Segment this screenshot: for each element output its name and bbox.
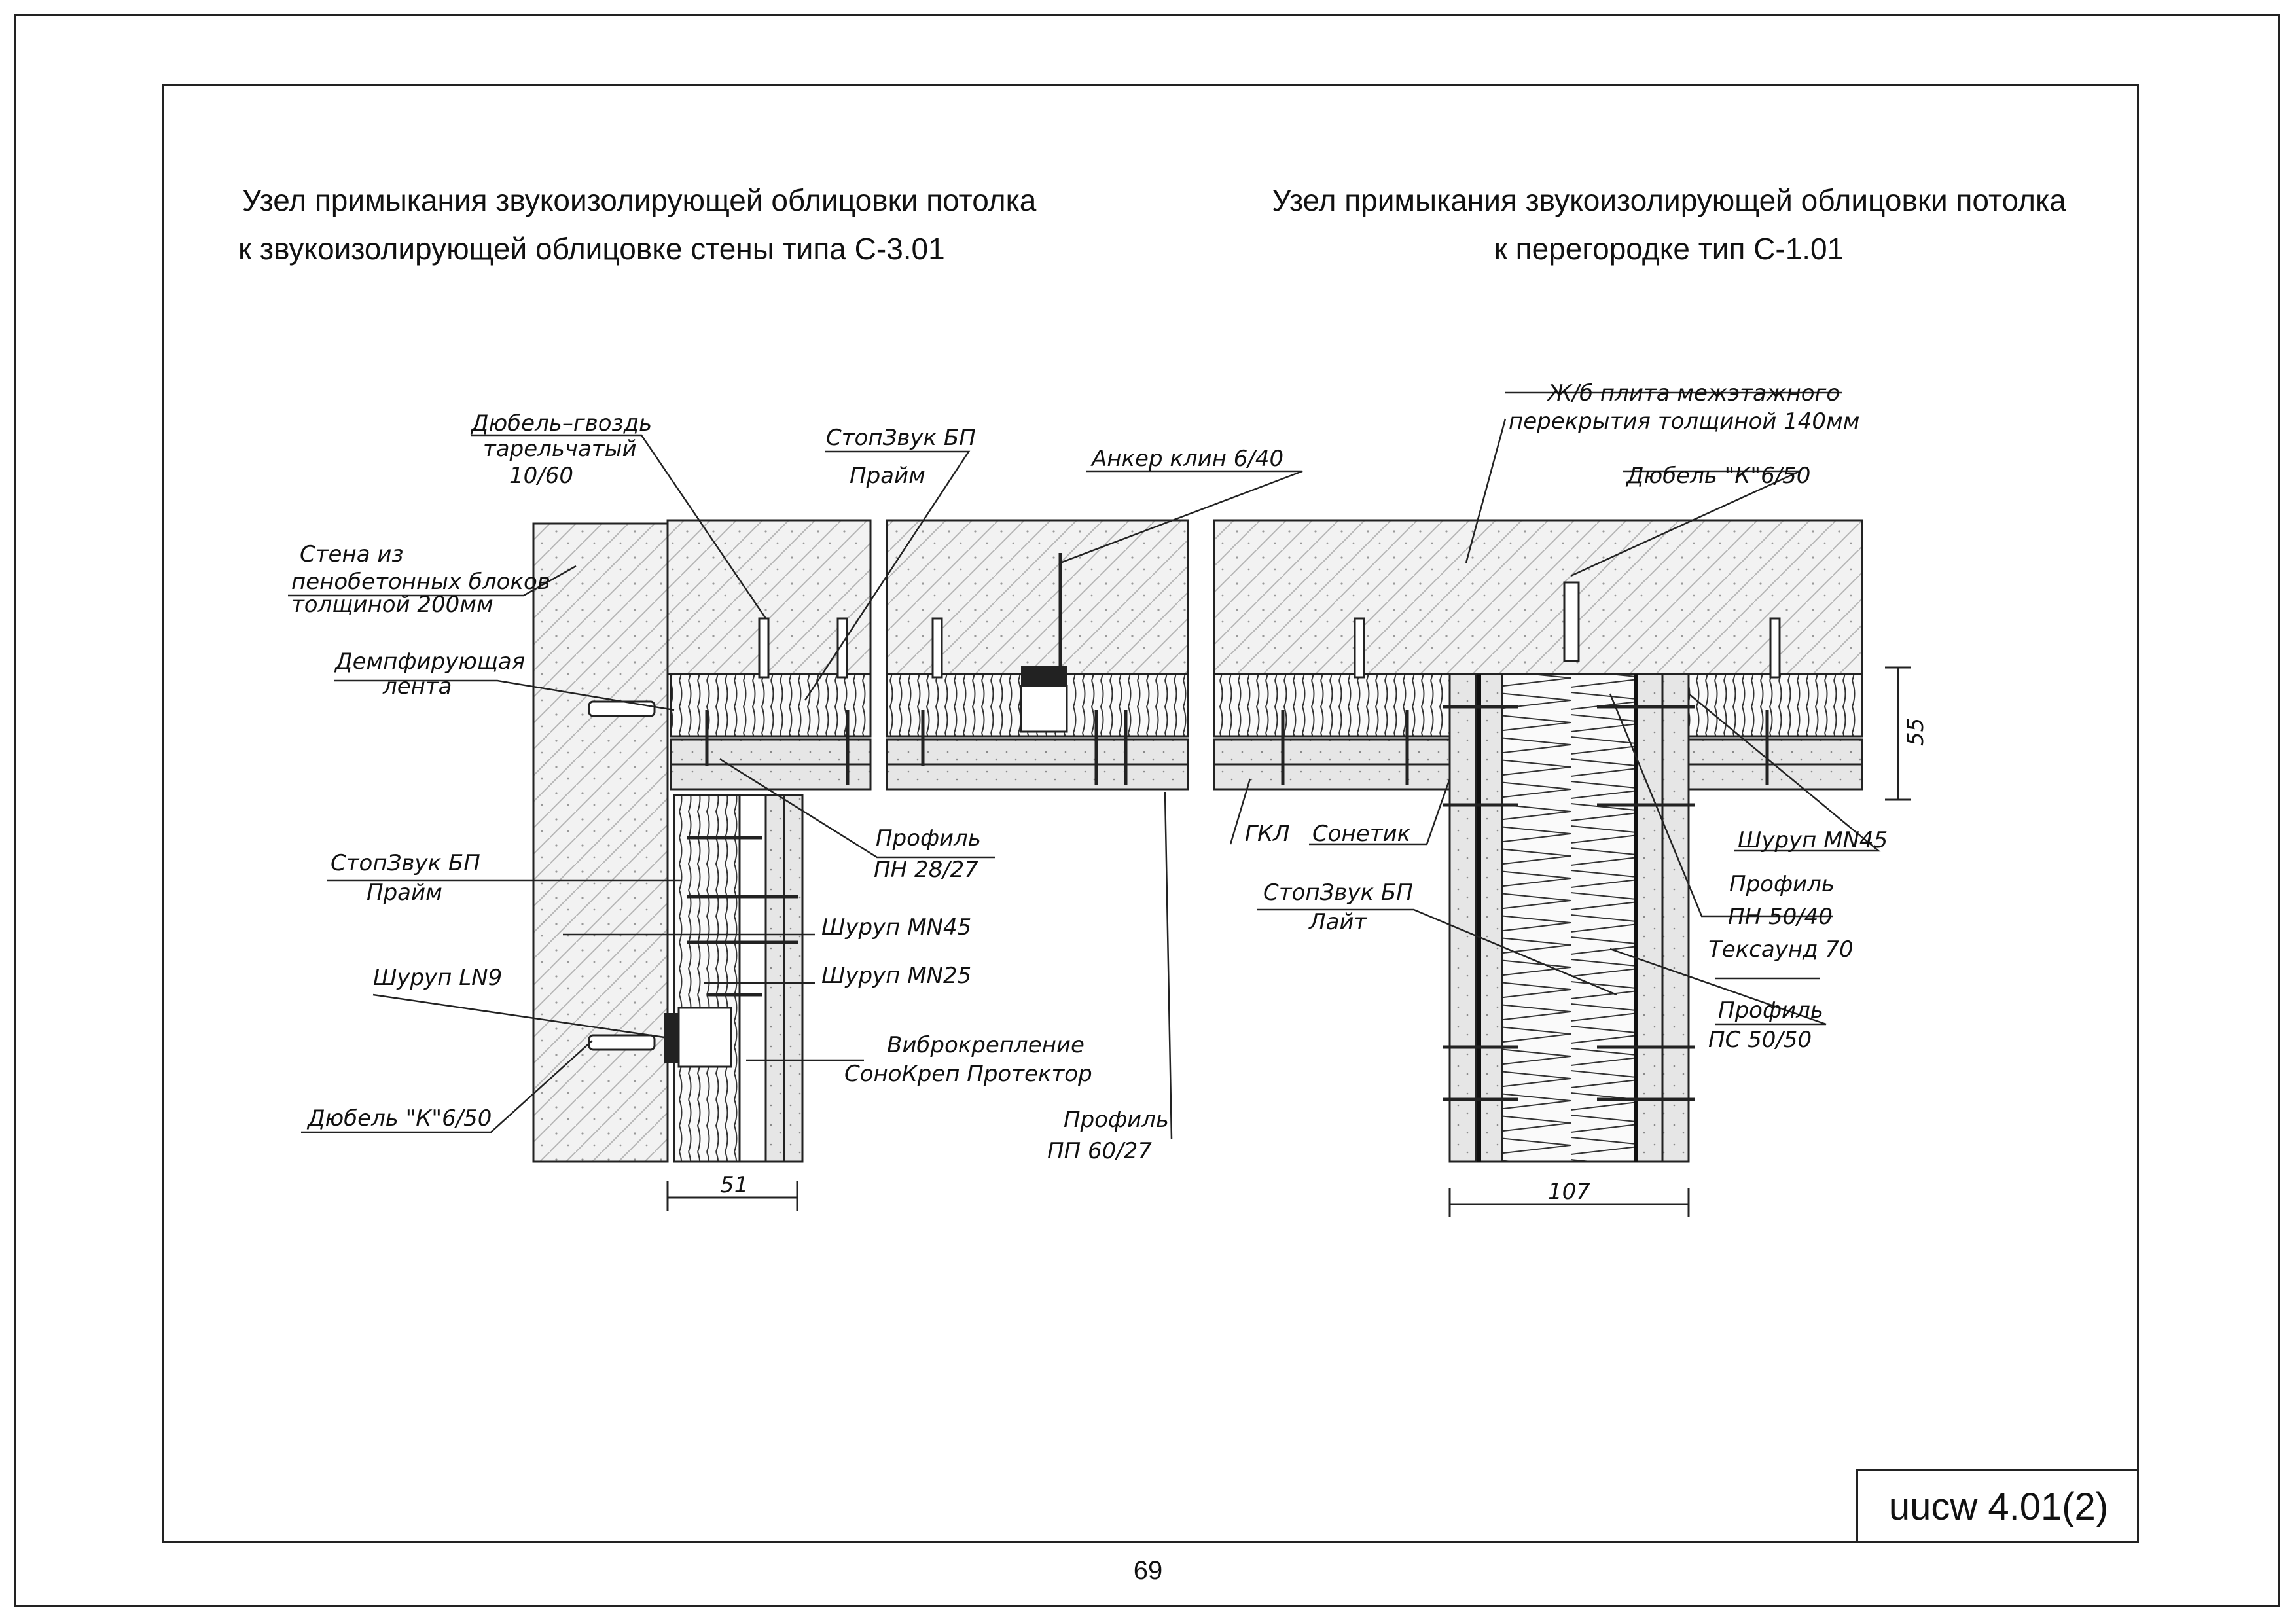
screws-left — [687, 710, 1128, 997]
page-number: 69 — [1133, 1556, 1163, 1585]
gkl-ceiling-3 — [886, 738, 1189, 766]
ceiling-vibro-mount — [1020, 685, 1068, 733]
gkl-right-1 — [1213, 738, 1451, 766]
stopzvuk-ceiling-panel — [670, 673, 872, 738]
label-profil-pp-2: ПП 60/27 — [1047, 1138, 1152, 1164]
foam-concrete-wall — [532, 522, 669, 1163]
label-dubel-gvozd-1: Дюбель–гвоздь — [470, 410, 652, 437]
title-right-line1: Узел примыкания звукоизолирующей облицов… — [1272, 183, 2066, 217]
label-stena-2: пенобетонных блоков — [291, 569, 550, 595]
label-stena-3: толщиной 200мм — [291, 592, 493, 618]
label-dubel-k-right: Дюбель "К"6/50 — [1625, 463, 1810, 489]
dowels-left — [588, 617, 943, 1051]
sheet-inner-frame — [162, 84, 2139, 1543]
label-dubel-k-left: Дюбель "К"6/50 — [306, 1105, 492, 1132]
label-stena-1: Стена из — [300, 541, 404, 567]
label-profil-ps-1: Профиль — [1718, 997, 1823, 1024]
partition-gkl-right-2 — [1661, 673, 1690, 1163]
dubel-k-right — [1563, 581, 1580, 662]
label-shurup-mn45-right: Шуруп MN45 — [1738, 827, 1888, 853]
label-vibro-2: СоноКреп Протектор — [844, 1061, 1092, 1087]
sonokrep-protektor — [677, 1007, 732, 1068]
partition-gkl-left-1 — [1448, 673, 1477, 1163]
label-sonetik: Сонетик — [1312, 821, 1411, 847]
title-right: Узел примыкания звукоизолирующей облицов… — [1230, 177, 2108, 273]
stopzvuk-wall-panel — [673, 794, 741, 1163]
label-stopzvuk-lait-2: Лайт — [1308, 909, 1367, 935]
label-profil-pn28-2: ПН 28/27 — [874, 857, 978, 883]
label-profil-ps-2: ПС 50/50 — [1708, 1027, 1812, 1053]
label-stopzvuk-top-1: СтопЗвук БП — [826, 425, 976, 451]
label-gkl: ГКЛ — [1245, 821, 1290, 847]
gkl-right-3 — [1687, 738, 1863, 766]
title-right-line2: к перегородке тип С-1.01 — [1494, 231, 1844, 266]
label-dubel-gvozd-2: тарельчатый — [483, 436, 637, 462]
sheet-outer-frame — [14, 14, 2280, 1607]
ceiling-panel-right-1 — [1213, 673, 1451, 738]
gkl-right-2 — [1213, 763, 1451, 791]
label-shurup-mn25: Шуруп MN25 — [821, 963, 971, 989]
label-zhb-1: Ж/б плита межэтажного — [1547, 380, 1840, 406]
label-stopzvuk-wall-1: СтопЗвук БП — [331, 850, 480, 876]
ceiling-panel-right-2 — [1687, 673, 1863, 738]
title-left: Узел примыкания звукоизолирующей облицов… — [238, 177, 1158, 273]
drawing-code-stamp: uucw 4.01(2) — [1856, 1469, 2139, 1543]
label-profil-pn28-1: Профиль — [876, 825, 981, 851]
title-left-line2: к звукоизолирующей облицовке стены типа … — [238, 231, 945, 266]
anker-mount-black — [1021, 666, 1067, 686]
partition-gkl-right-1 — [1635, 673, 1664, 1163]
label-dubel-gvozd-3: 10/60 — [509, 463, 573, 489]
gkl-wall-1 — [764, 794, 785, 1163]
gkl-right-4 — [1687, 763, 1863, 791]
label-dim-107: 107 — [1548, 1179, 1590, 1205]
label-stopzvuk-wall-2: Прайм — [367, 880, 442, 906]
label-dempf-1: Демпфирующая — [334, 649, 525, 675]
label-profil-pn50-2: ПН 50/40 — [1728, 904, 1833, 930]
gkl-ceiling-1 — [670, 738, 872, 766]
label-anker: Анкер клин 6/40 — [1090, 446, 1283, 472]
leader-lines — [288, 391, 1881, 1139]
title-left-line1: Узел примыкания звукоизолирующей облицов… — [242, 183, 1037, 217]
label-teksaund: Тексаунд 70 — [1708, 936, 1854, 963]
label-zhb-2: перекрытия толщиной 140мм — [1509, 408, 1859, 435]
label-stopzvuk-lait-1: СтопЗвук БП — [1263, 880, 1413, 906]
label-shurup-mn45-left: Шуруп MN45 — [821, 914, 971, 940]
label-profil-pn50-1: Профиль — [1729, 871, 1835, 897]
dowels-right — [1354, 617, 1781, 679]
label-shurup-ln9: Шуруп LN9 — [373, 965, 502, 991]
label-stopzvuk-top-2: Прайм — [850, 463, 925, 489]
screws-right — [1281, 705, 1769, 1101]
reinforced-slab — [1213, 519, 1863, 675]
profile-pp-60-27 — [738, 794, 767, 1163]
label-dim-51: 51 — [720, 1172, 748, 1198]
gkl-wall-2 — [783, 794, 804, 1163]
callout-labels: Дюбель–гвоздь тарельчатый 10/60 СтопЗвук… — [291, 380, 1929, 1205]
label-dim-55: 55 — [1903, 718, 1929, 746]
label-dempf-2: лента — [382, 673, 452, 700]
label-vibro-1: Виброкрепление — [887, 1032, 1085, 1058]
label-profil-pp-1: Профиль — [1064, 1107, 1169, 1133]
gkl-ceiling-4 — [886, 763, 1189, 791]
gkl-ceiling-2 — [670, 763, 872, 791]
vibro-mount-black — [664, 1013, 679, 1063]
